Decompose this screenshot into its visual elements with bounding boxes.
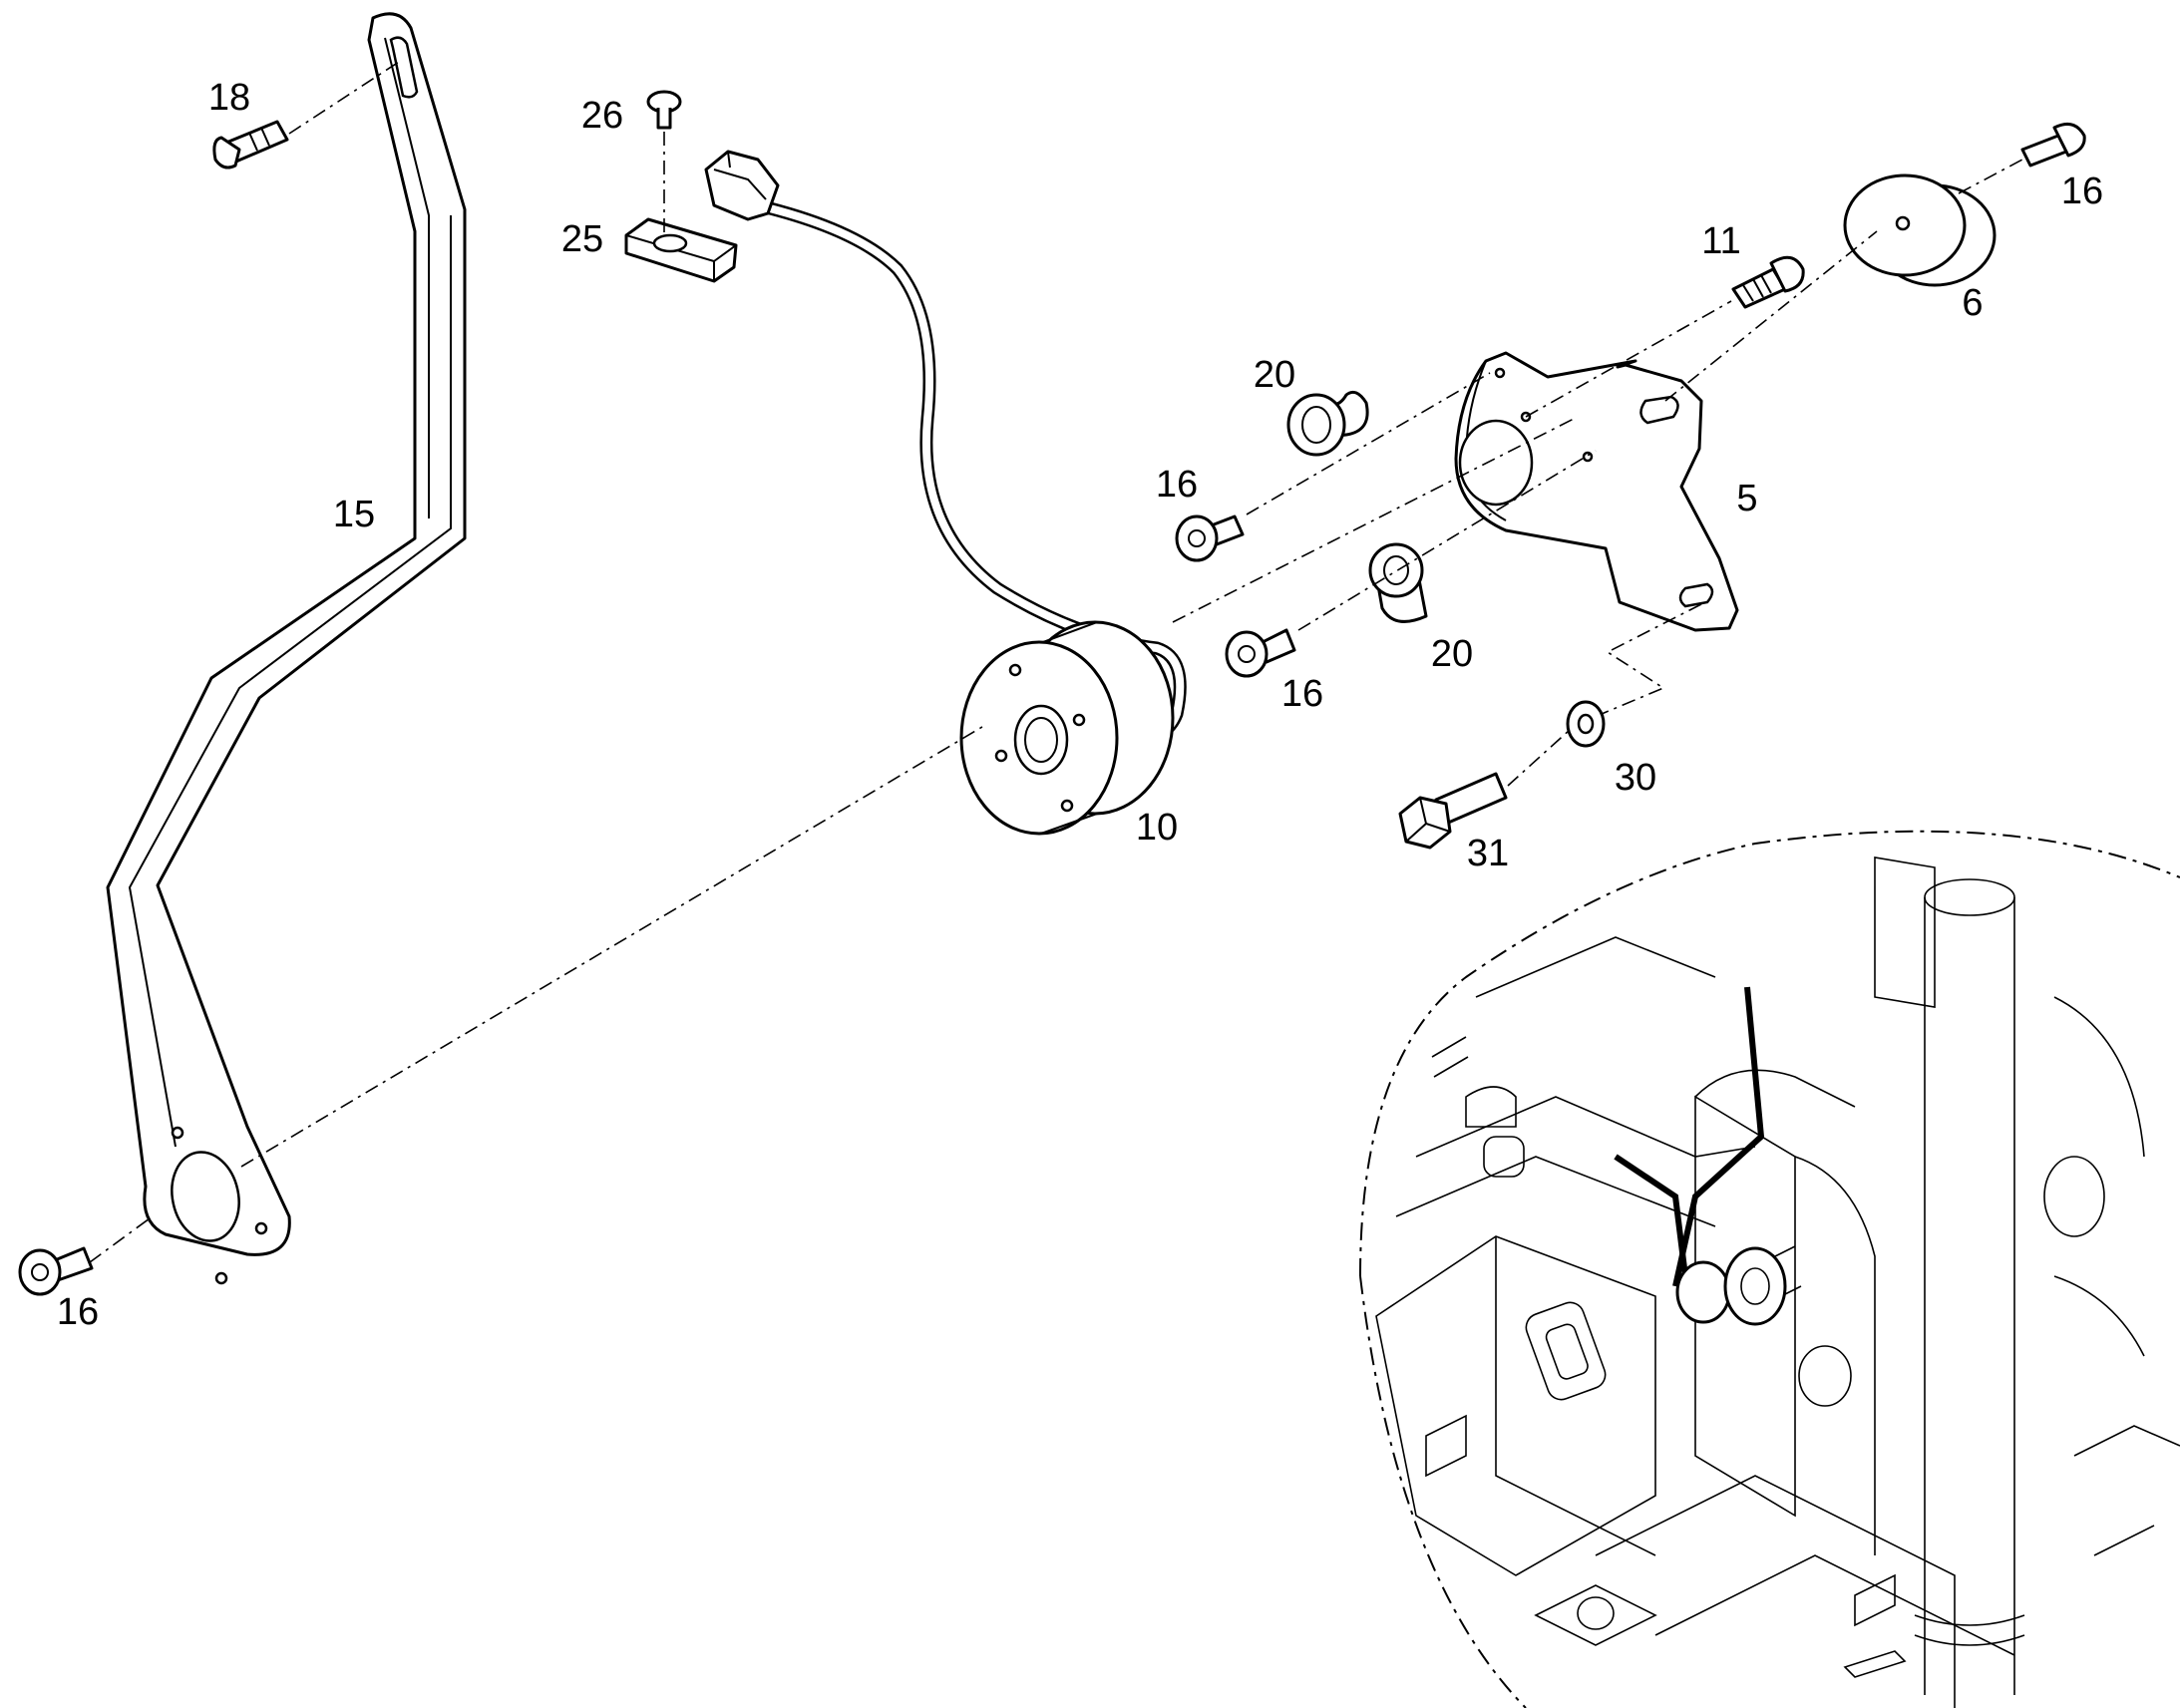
callout-5: 5 [1736, 478, 1757, 519]
screw-part-26 [646, 90, 682, 130]
screw-part-16-bottom-left [18, 1246, 94, 1296]
callout-16-middle-lower: 16 [1281, 673, 1323, 715]
screw-part-16-middle-lower [1225, 628, 1296, 678]
callout-31: 31 [1467, 833, 1509, 874]
callout-6: 6 [1962, 282, 1983, 324]
clip-part-25 [624, 217, 738, 283]
sensor-part-10 [704, 150, 1187, 836]
callout-16-bottom-left: 16 [57, 1291, 99, 1333]
installation-detail-view [1359, 830, 2180, 1708]
callout-16-top-right: 16 [2061, 171, 2103, 212]
bolt-part-11 [1731, 255, 1805, 309]
callout-16-middle-upper: 16 [1156, 464, 1198, 506]
callout-10: 10 [1136, 807, 1178, 849]
bracket-part-5 [1454, 351, 1739, 632]
assembly-lines [89, 61, 2023, 1263]
grommet-part-20-upper [1286, 390, 1369, 457]
callout-25: 25 [561, 218, 603, 260]
grommet-part-20-lower [1368, 542, 1428, 623]
callout-30: 30 [1615, 757, 1656, 799]
lever-arm-part-15 [106, 12, 467, 1285]
callout-20-upper: 20 [1254, 354, 1295, 396]
washer-part-30 [1566, 700, 1606, 748]
callout-15: 15 [333, 494, 375, 535]
callout-18: 18 [208, 77, 250, 119]
disc-part-6 [1843, 173, 1997, 287]
callout-11: 11 [1701, 220, 1740, 262]
callout-labels: 18 26 25 15 16 11 6 20 16 5 16 20 10 30 … [57, 77, 2103, 1333]
bolt-part-18 [212, 120, 289, 170]
hex-bolt-part-31 [1398, 772, 1508, 850]
callout-26: 26 [581, 95, 623, 137]
screw-part-16-middle-upper [1175, 514, 1245, 562]
bolt-part-16-top-right [2020, 122, 2086, 168]
callout-20-lower: 20 [1431, 633, 1473, 675]
